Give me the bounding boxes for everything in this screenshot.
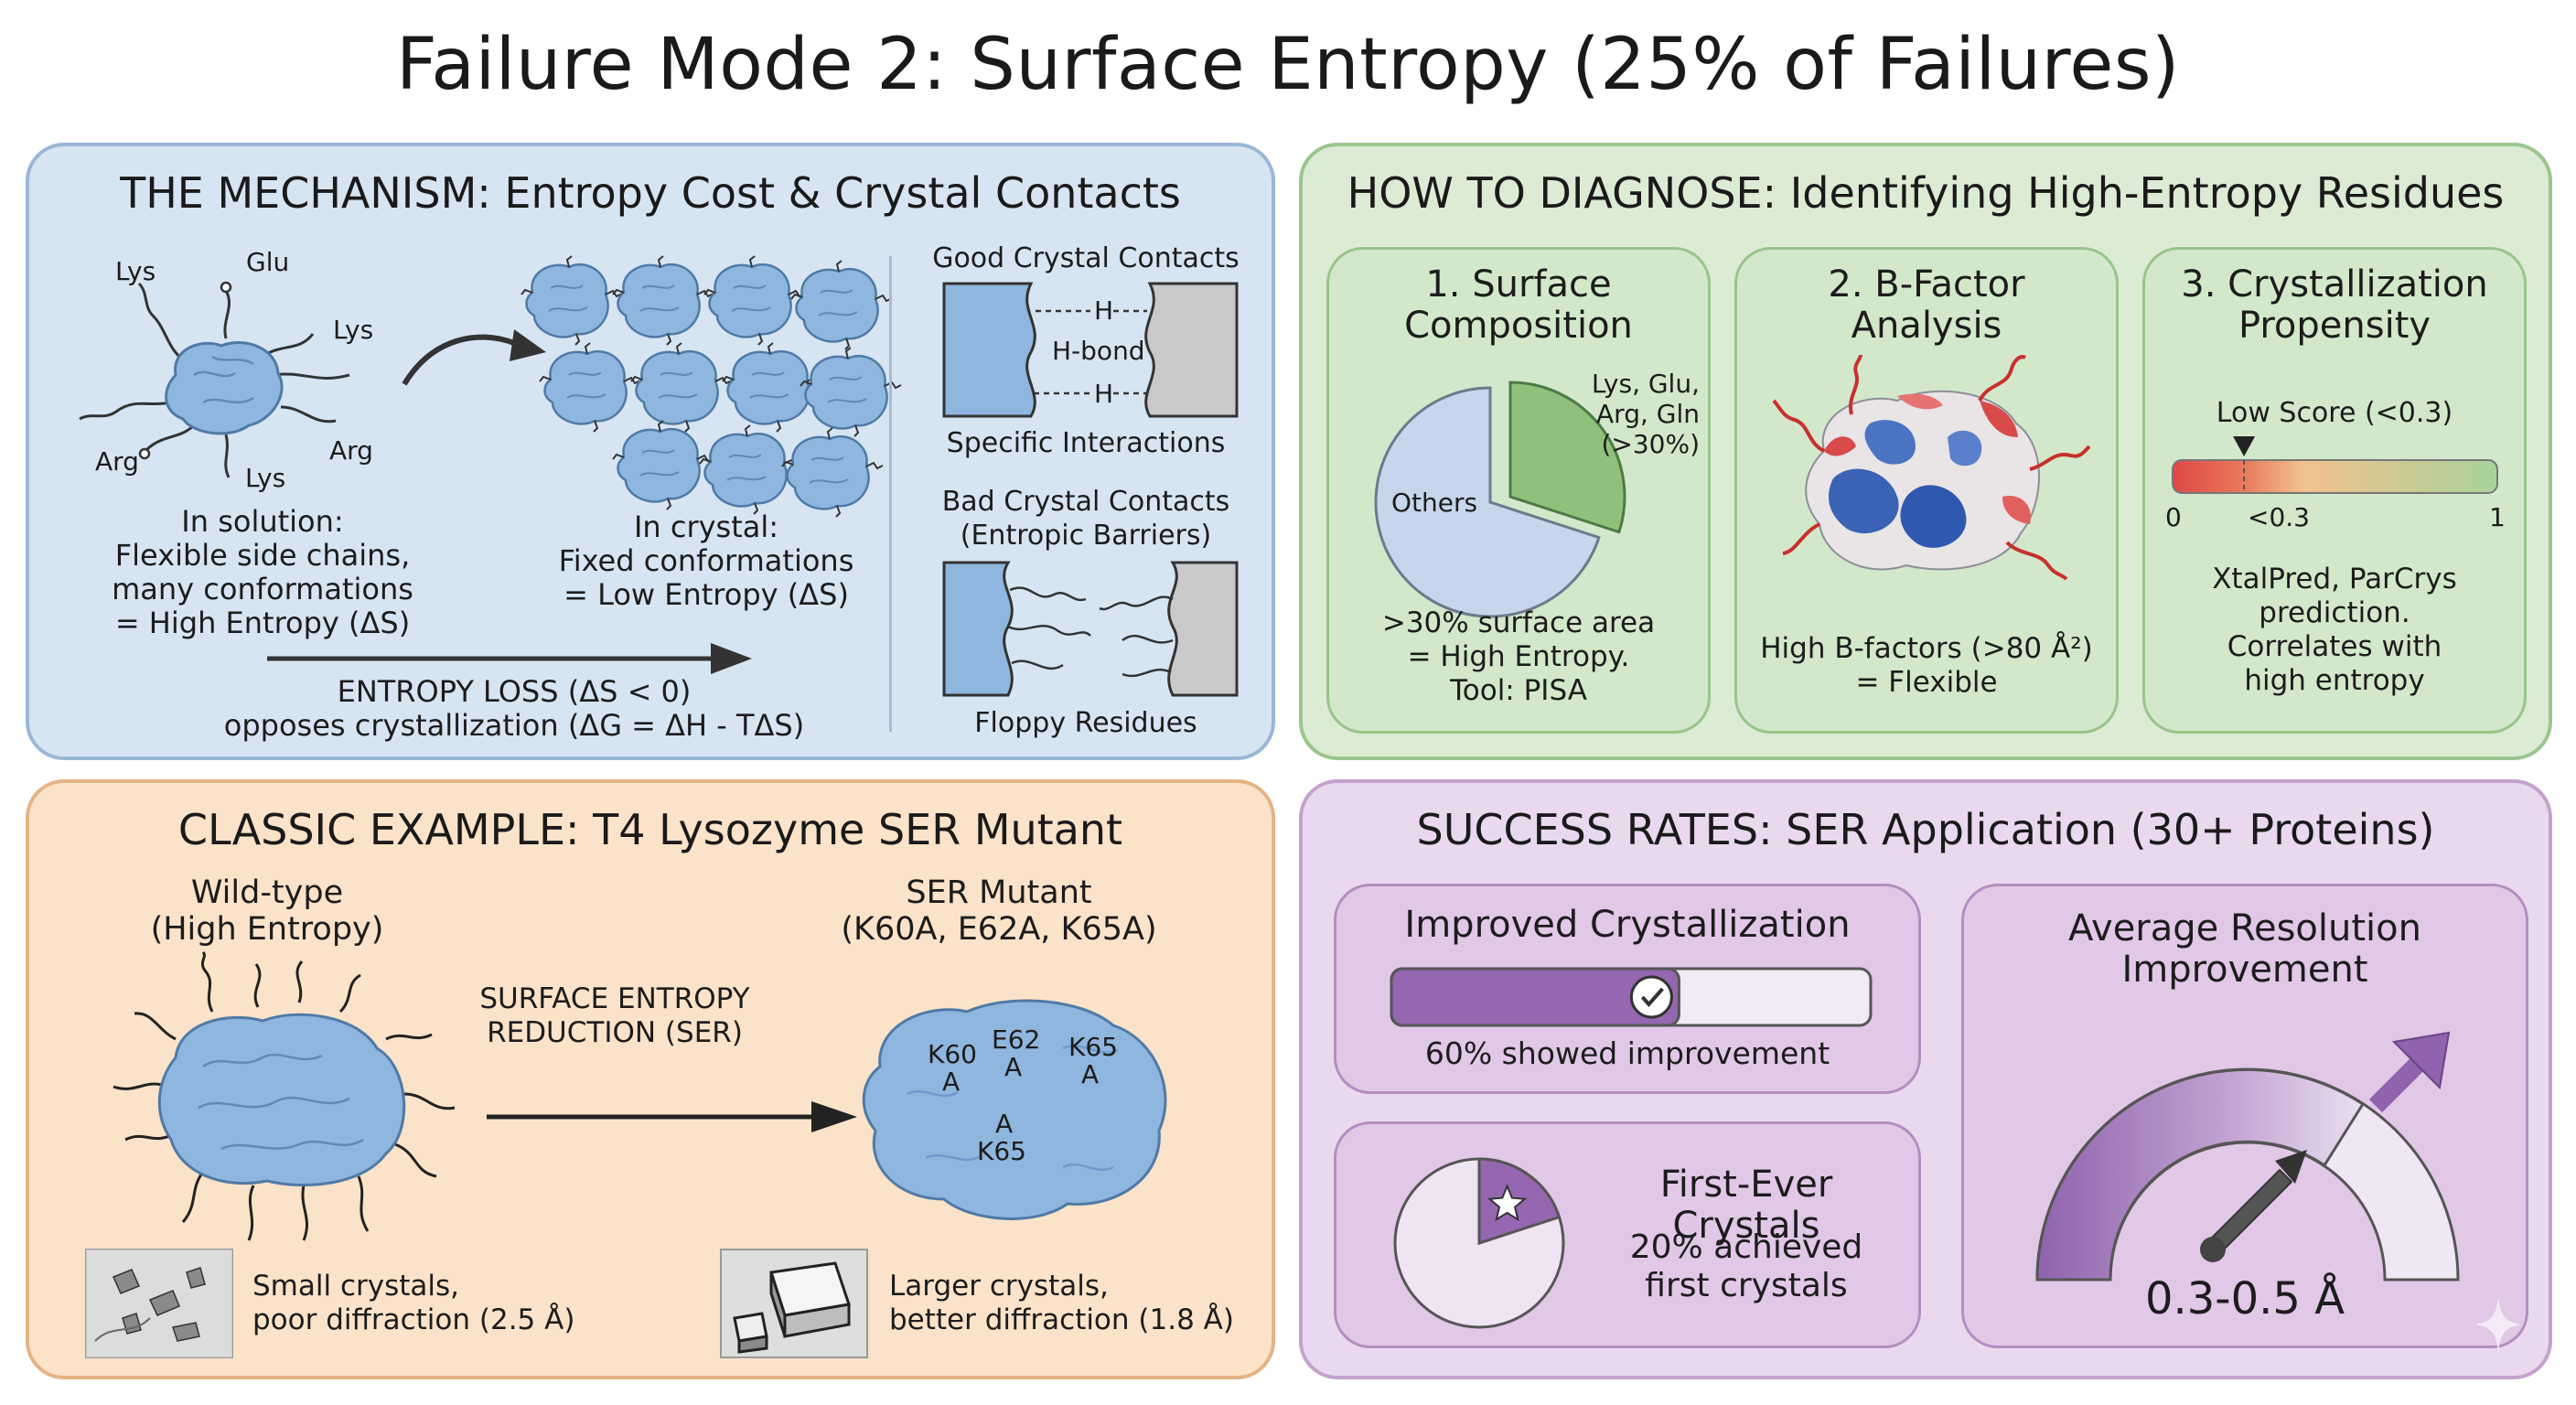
bad-contacts-caption: Floppy Residues [974, 707, 1197, 739]
first-ever-caption: 20% achieved first crystals [1629, 1228, 1863, 1304]
entropy-loss-caption: ENTROPY LOSS (ΔS < 0) opposes crystalliz… [223, 674, 805, 743]
diagnose-panel: HOW TO DIAGNOSE: Identifying High-Entrop… [1299, 143, 2552, 760]
propensity-score-bar [2172, 436, 2498, 494]
crystal-lattice-illustration [520, 254, 903, 519]
pie-label-others: Others [1391, 488, 1478, 518]
first-ever-crystals-card: First-Ever Crystals 20% achieved first c… [1334, 1121, 1921, 1348]
good-contacts-title: Good Crystal Contacts [932, 242, 1240, 274]
crystallization-propensity-title: 3. Crystallization Propensity [2181, 263, 2488, 347]
surface-composition-card: 1. Surface Composition Lys, Glu, Arg, Gl… [1326, 247, 1711, 734]
check-icon [1629, 975, 1673, 1019]
sparkle-icon [2475, 1297, 2521, 1352]
flexible-protein-illustration [79, 281, 350, 478]
residue-label-lys-3: Lys [245, 463, 286, 493]
resolution-title: Average Resolution Improvement [2068, 907, 2421, 991]
example-title: CLASSIC EXAMPLE: T4 Lysozyme SER Mutant [177, 805, 1123, 854]
curved-arrow-icon [402, 329, 546, 386]
scale-label-zero: 0 [2165, 502, 2182, 532]
wildtype-label: Wild-type (High Entropy) [150, 874, 384, 948]
bond-label-h-1: H [1094, 295, 1114, 326]
surface-composition-caption: >30% surface area = High Entropy. Tool: … [1381, 606, 1656, 707]
improvement-progress-bar [1390, 967, 1873, 1027]
bond-label-h-bond: H-bond [1052, 336, 1145, 366]
scale-label-threshold: <0.3 [2248, 502, 2310, 532]
improved-crystallization-title: Improved Crystallization [1404, 904, 1851, 946]
residue-label-arg-2: Arg [329, 435, 373, 466]
residue-label-arg-1: Arg [95, 446, 139, 477]
improved-crystallization-card: Improved Crystallization 60% showed impr… [1334, 884, 1921, 1094]
ser-arrow [487, 1101, 857, 1132]
success-title: SUCCESS RATES: SER Application (30+ Prot… [1416, 805, 2435, 854]
entropy-loss-arrow [267, 643, 752, 674]
ser-arrow-label: SURFACE ENTROPY REDUCTION (SER) [479, 982, 750, 1049]
bond-label-h-2: H [1094, 379, 1114, 409]
surface-composition-pie [1374, 381, 1626, 618]
pie-slice-charged-residues [1508, 381, 1626, 534]
mutation-label-k65: K65 [1068, 1032, 1118, 1062]
crystal-caption: In crystal: Fixed conformations = Low En… [558, 509, 854, 612]
good-contacts-caption: Specific Interactions [946, 427, 1226, 459]
b-factor-card: 2. B-Factor Analysis High B-factors ( [1734, 247, 2119, 734]
mutation-label-k60: K60 [928, 1039, 977, 1069]
score-marker-icon [2233, 436, 2256, 456]
good-contacts-illustration [942, 282, 1239, 418]
resolution-improvement-card: Average Resolution Improvement 0.3-0.5 Å [1961, 884, 2528, 1348]
small-crystals-caption: Small crystals, poor diffraction (2.5 Å) [252, 1270, 575, 1336]
star-icon [1487, 1184, 1528, 1222]
resolution-gauge [2035, 1031, 2460, 1282]
improvement-caption: 60% showed improvement [1424, 1035, 1830, 1071]
success-panel: SUCCESS RATES: SER Application (30+ Prot… [1299, 779, 2552, 1379]
mutant-protein-illustration [862, 999, 1167, 1220]
propensity-caption: XtalPred, ParCrys prediction. Correlates… [2212, 563, 2457, 697]
solution-caption: In solution: Flexible side chains, many … [112, 504, 413, 640]
low-score-label: Low Score (<0.3) [2216, 397, 2453, 429]
page-title: Failure Mode 2: Surface Entropy (25% of … [396, 24, 2180, 106]
bad-contacts-title: Bad Crystal Contacts (Entropic Barriers) [941, 486, 1230, 552]
b-factor-surface-illustration [1772, 354, 2091, 581]
scale-label-one: 1 [2489, 502, 2506, 532]
up-right-arrow-icon [2368, 1031, 2451, 1113]
mutation-label-k65-bottom: K65 [977, 1136, 1026, 1166]
larger-crystals-caption: Larger crystals, better diffraction (1.8… [889, 1270, 1234, 1336]
surface-composition-title: 1. Surface Composition [1404, 263, 1633, 347]
diagnose-title: HOW TO DIAGNOSE: Identifying High-Entrop… [1347, 168, 2505, 218]
mutant-label: SER Mutant (K60A, E62A, K65A) [841, 874, 1157, 948]
residue-label-lys-1: Lys [115, 256, 156, 286]
mutation-label-k60-a: A [942, 1067, 961, 1097]
mutation-label-k65-a: A [1081, 1059, 1100, 1089]
b-factor-title: 2. B-Factor Analysis [1828, 263, 2025, 347]
crystallization-propensity-card: 3. Crystallization Propensity Low Score … [2142, 247, 2527, 734]
pie-slice-others [1374, 386, 1601, 618]
example-panel: CLASSIC EXAMPLE: T4 Lysozyme SER Mutant … [26, 779, 1275, 1379]
mutation-label-e62-a: A [1004, 1052, 1023, 1082]
small-crystals-image [85, 1249, 233, 1358]
first-ever-title: First-Ever Crystals [1659, 1164, 1833, 1247]
bad-contacts-illustration [942, 561, 1239, 697]
mechanism-panel: THE MECHANISM: Entropy Cost & Crystal Co… [26, 143, 1275, 760]
panel-divider [889, 256, 892, 732]
mutation-label-a: A [995, 1109, 1014, 1139]
pie-label-charged-residues: Lys, Glu, Arg, Gln (>30%) [1591, 369, 1700, 459]
wildtype-protein-illustration [113, 950, 456, 1241]
b-factor-caption: High B-factors (>80 Å²) = Flexible [1760, 632, 2093, 699]
mechanism-title: THE MECHANISM: Entropy Cost & Crystal Co… [120, 168, 1181, 218]
resolution-value: 0.3-0.5 Å [2144, 1273, 2345, 1325]
residue-label-glu: Glu [246, 247, 290, 277]
larger-crystals-image [720, 1249, 868, 1358]
mutation-label-e62: E62 [992, 1024, 1041, 1055]
first-ever-pie [1393, 1157, 1565, 1329]
residue-label-lys-2: Lys [333, 315, 374, 345]
